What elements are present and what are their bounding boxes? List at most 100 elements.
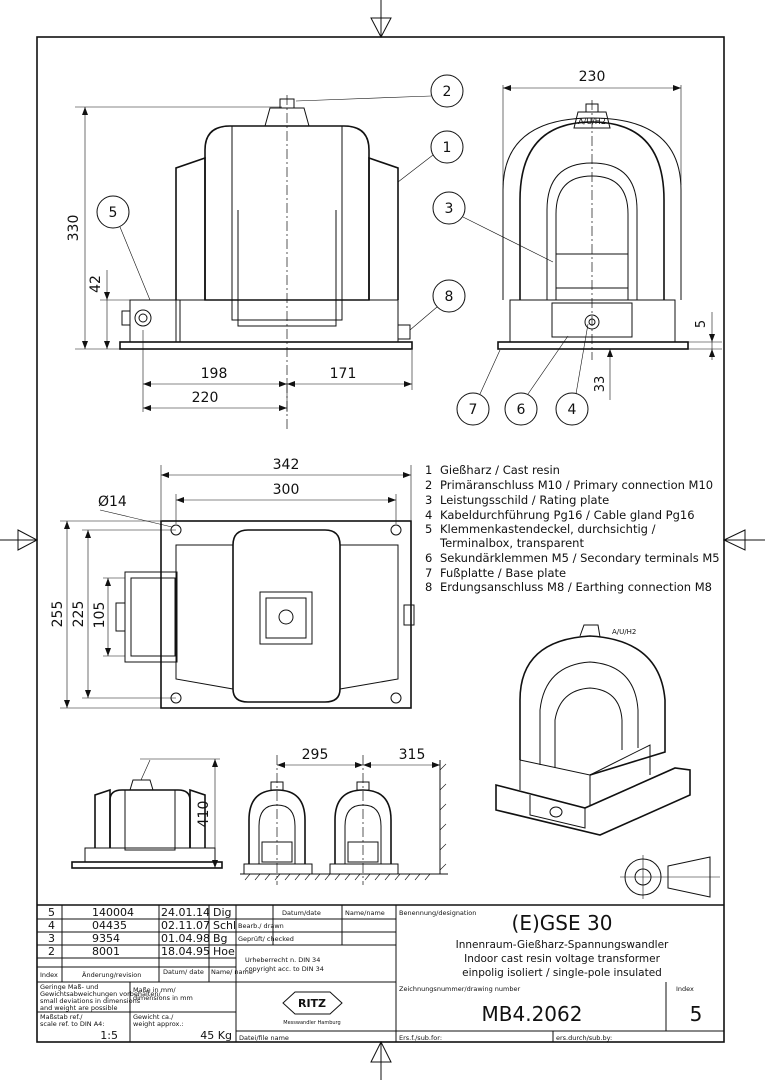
dim-295: 295	[302, 747, 329, 763]
legend-num: 2	[425, 478, 432, 492]
units-2: dimensions in mm	[133, 994, 193, 1002]
tolerance-1: Geringe Maß- und	[40, 983, 98, 991]
legend-num: 1	[425, 463, 432, 477]
balloon-8: 8	[445, 289, 454, 305]
index-label: Index	[676, 985, 694, 993]
dim-171: 171	[330, 366, 357, 382]
designation-label: Benennung/designation	[399, 909, 476, 917]
rev-header-name: Name/ name	[211, 968, 253, 976]
legend-text: Kabeldurchführung Pg16 / Cable gland Pg1…	[440, 508, 695, 522]
dim-342: 342	[273, 457, 300, 473]
legend-text: Leistungsschild / Rating plate	[440, 493, 609, 507]
tolerance-4: and weight are possible	[40, 1004, 117, 1012]
tolerance-3: small deviations in dimensions	[40, 997, 141, 1005]
file-name-label: Datei/file name	[239, 1034, 289, 1042]
product-title: (E)GSE 30	[512, 911, 613, 935]
spacing-view: 295 315	[240, 747, 448, 885]
legend-text: Fußplatte / Base plate	[440, 566, 566, 580]
svg-text:RITZ: RITZ	[298, 997, 326, 1010]
subtitle-english: Indoor cast resin voltage transformer	[464, 953, 660, 965]
rev-date: 01.04.98	[161, 932, 210, 945]
scale-label-2: scale ref. to DIN A4:	[40, 1020, 105, 1028]
legend-num: 5	[425, 522, 432, 536]
substituted-by-label: ers.durch/sub.by:	[556, 1034, 612, 1042]
parts-legend: 1 Gießharz / Cast resin 2 Primäranschlus…	[425, 463, 720, 594]
rev-name: Dig	[213, 906, 232, 919]
legend-num: 4	[425, 508, 432, 522]
legend-text: Gießharz / Cast resin	[440, 463, 560, 477]
date-label: Datum/date	[282, 909, 321, 917]
projection-symbol-icon	[620, 855, 720, 899]
rev-change: 8001	[92, 945, 120, 958]
top-view	[115, 520, 415, 709]
small-front-view: 410	[71, 758, 223, 869]
legend-text: Terminalbox, transparent	[439, 536, 584, 550]
ritz-logo: RITZ Messwandler Hamburg	[282, 991, 343, 1026]
title-block: 5 140004 24.01.14 Dig 4 04435 02.11.07 S…	[37, 904, 724, 1042]
balloon-2: 2	[443, 84, 452, 100]
dim-hole-dia: Ø14	[98, 494, 127, 510]
balloon-5: 5	[109, 205, 118, 221]
dim-220: 220	[192, 390, 219, 406]
balloon-group: 2 1 5 3 8 7 6 4	[96, 74, 589, 426]
side-dimensions: 230 5 33	[502, 69, 722, 400]
front-view	[119, 95, 413, 430]
legend-text: Primäranschluss M10 / Primary connection…	[440, 478, 713, 492]
rev-date: 18.04.95	[161, 945, 210, 958]
rev-name: Hoe	[213, 945, 235, 958]
checked-label: Geprüft/ checked	[238, 935, 294, 943]
legend-text: Erdungsanschluss M8 / Earthing connectio…	[440, 580, 712, 594]
rev-change: 140004	[92, 906, 134, 919]
rev-header-date: Datum/ date	[163, 968, 204, 976]
rev-index: 5	[48, 906, 55, 919]
balloon-1: 1	[443, 140, 452, 156]
drawn-label: Bearb./ drawn	[238, 922, 284, 930]
units-1: Maße in mm/	[133, 986, 176, 994]
legend-text: Sekundärklemmen M5 / Secondary terminals…	[440, 551, 720, 565]
dim-side-width: 230	[579, 69, 606, 85]
legend-num: 6	[425, 551, 432, 565]
subtitle-insulation: einpolig isoliert / single-pole insulate…	[462, 967, 662, 979]
dim-front-height: 330	[66, 215, 82, 242]
svg-text:Messwandler Hamburg: Messwandler Hamburg	[283, 1020, 340, 1026]
rev-date: 24.01.14	[161, 906, 210, 919]
copyright-1: Urheberrecht n. DIN 34	[245, 956, 320, 964]
balloon-7: 7	[469, 402, 478, 418]
balloon-6: 6	[517, 402, 526, 418]
scale-value: 1:5	[100, 1029, 118, 1042]
rev-date: 02.11.07	[161, 919, 210, 932]
legend-num: 3	[425, 493, 432, 507]
dim-315: 315	[399, 747, 426, 763]
drawing-number-label: Zeichnungsnummer/drawing number	[399, 985, 520, 993]
rev-header-change: Änderung/revision	[82, 970, 141, 979]
rev-index: 2	[48, 945, 55, 958]
name-label: Name/name	[345, 909, 385, 917]
rev-change: 9354	[92, 932, 120, 945]
legend-num: 8	[425, 580, 432, 594]
dim-base-height: 42	[88, 275, 104, 293]
balloon-3: 3	[445, 201, 454, 217]
scale-label-1: Maßstab ref./	[40, 1013, 83, 1021]
dim-410: 410	[196, 801, 212, 828]
top-dimensions: 342 300 Ø14 255 225 105	[50, 457, 412, 709]
side-view: A/U/H2	[497, 100, 689, 360]
dim-225: 225	[71, 601, 87, 628]
rev-header-index: Index	[40, 971, 58, 979]
nameplate-label-iso: A/U/H2	[612, 628, 636, 636]
rev-index: 3	[48, 932, 55, 945]
subtitle-german: Innenraum-Gießharz-Spannungswandler	[456, 939, 669, 951]
balloon-4: 4	[568, 402, 577, 418]
dim-side-33: 33	[593, 376, 608, 393]
front-dimensions: 330 42 198 171 220	[66, 106, 413, 412]
dim-198: 198	[201, 366, 228, 382]
tolerance-2: Gewichtsabweichungen vorbehalten/	[40, 990, 161, 998]
dim-255: 255	[50, 601, 66, 628]
legend-text: Klemmenkastendeckel, durchsichtig /	[440, 522, 656, 536]
drawing-index: 5	[690, 1002, 703, 1026]
dim-105: 105	[92, 602, 108, 629]
copyright-2: copyright acc. to DIN 34	[245, 965, 324, 973]
drawing-number: MB4.2062	[482, 1002, 583, 1026]
legend-num: 7	[425, 566, 432, 580]
